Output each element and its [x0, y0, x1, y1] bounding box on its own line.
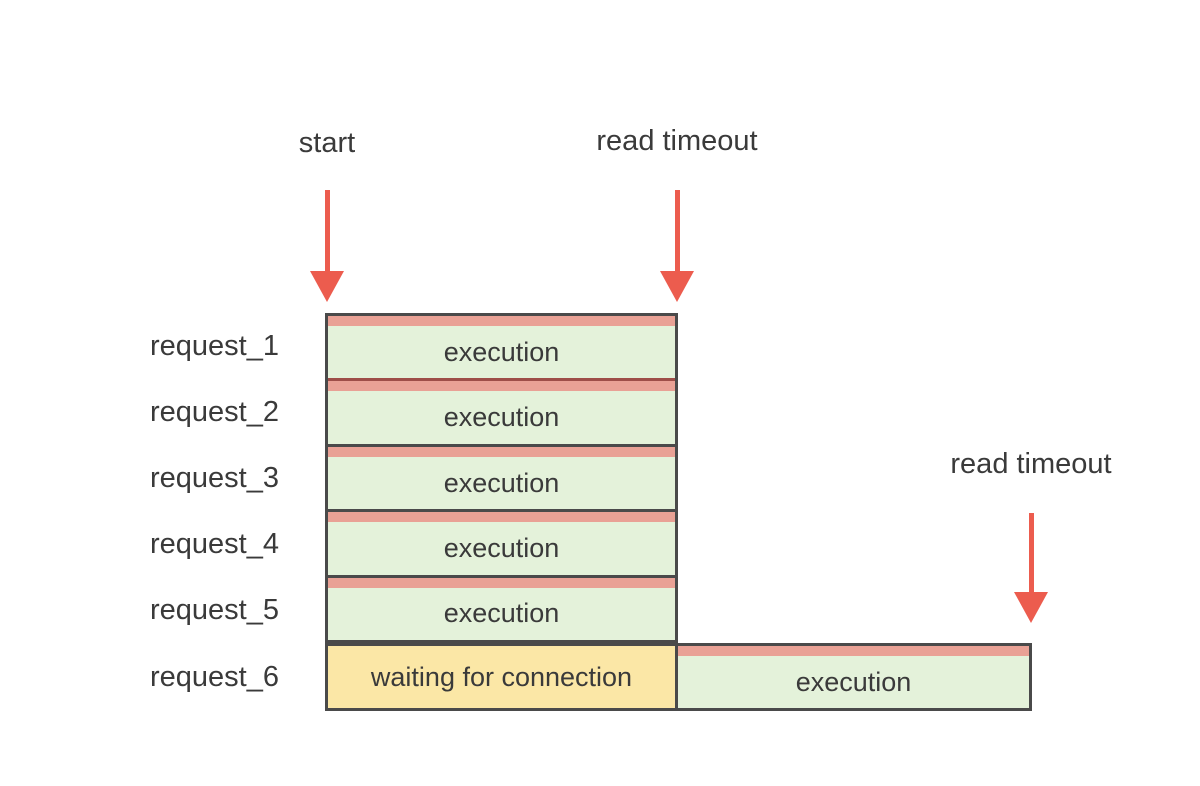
- latency-strip: [328, 446, 675, 457]
- execution-stack: execution execution execution execution …: [325, 313, 678, 643]
- execution-segment: execution: [328, 522, 675, 575]
- latency-strip: [678, 646, 1029, 656]
- request-row-5: execution: [328, 574, 675, 641]
- request-row-6-execution: execution: [675, 643, 1032, 711]
- execution-segment: execution: [678, 656, 1029, 708]
- arrow-shaft: [324, 190, 330, 271]
- request-label-3: request_3: [150, 461, 279, 494]
- waiting-segment: waiting for connection: [325, 643, 678, 711]
- request-label-5: request_5: [150, 593, 279, 626]
- read-timeout-right-label: read timeout: [950, 448, 1112, 480]
- execution-segment: execution: [328, 456, 675, 510]
- request-label-4: request_4: [150, 527, 279, 560]
- request-row-4: execution: [328, 509, 675, 575]
- request-label-2: request_2: [150, 395, 279, 428]
- request-label-1: request_1: [150, 329, 279, 362]
- read-timeout-arrow-icon: [660, 190, 694, 302]
- read-timeout-top-label: read timeout: [596, 125, 758, 157]
- request-row-3: execution: [328, 443, 675, 510]
- request-row-2: execution: [328, 378, 675, 444]
- arrow-shaft: [674, 190, 680, 271]
- latency-strip: [328, 577, 675, 588]
- latency-strip: [328, 512, 675, 523]
- execution-segment: execution: [328, 391, 675, 444]
- arrow-head: [1014, 592, 1048, 623]
- latency-strip: [328, 316, 675, 326]
- read-timeout-right-arrow-icon: [1014, 513, 1048, 623]
- execution-segment: execution: [328, 587, 675, 641]
- request-row-1: execution: [328, 316, 675, 379]
- latency-strip: [328, 381, 675, 392]
- start-arrow-icon: [310, 190, 344, 302]
- arrow-shaft: [1028, 513, 1034, 592]
- start-label: start: [298, 127, 356, 159]
- arrow-head: [310, 271, 344, 302]
- arrow-head: [660, 271, 694, 302]
- request-label-6: request_6: [150, 660, 279, 693]
- execution-segment: execution: [328, 326, 675, 379]
